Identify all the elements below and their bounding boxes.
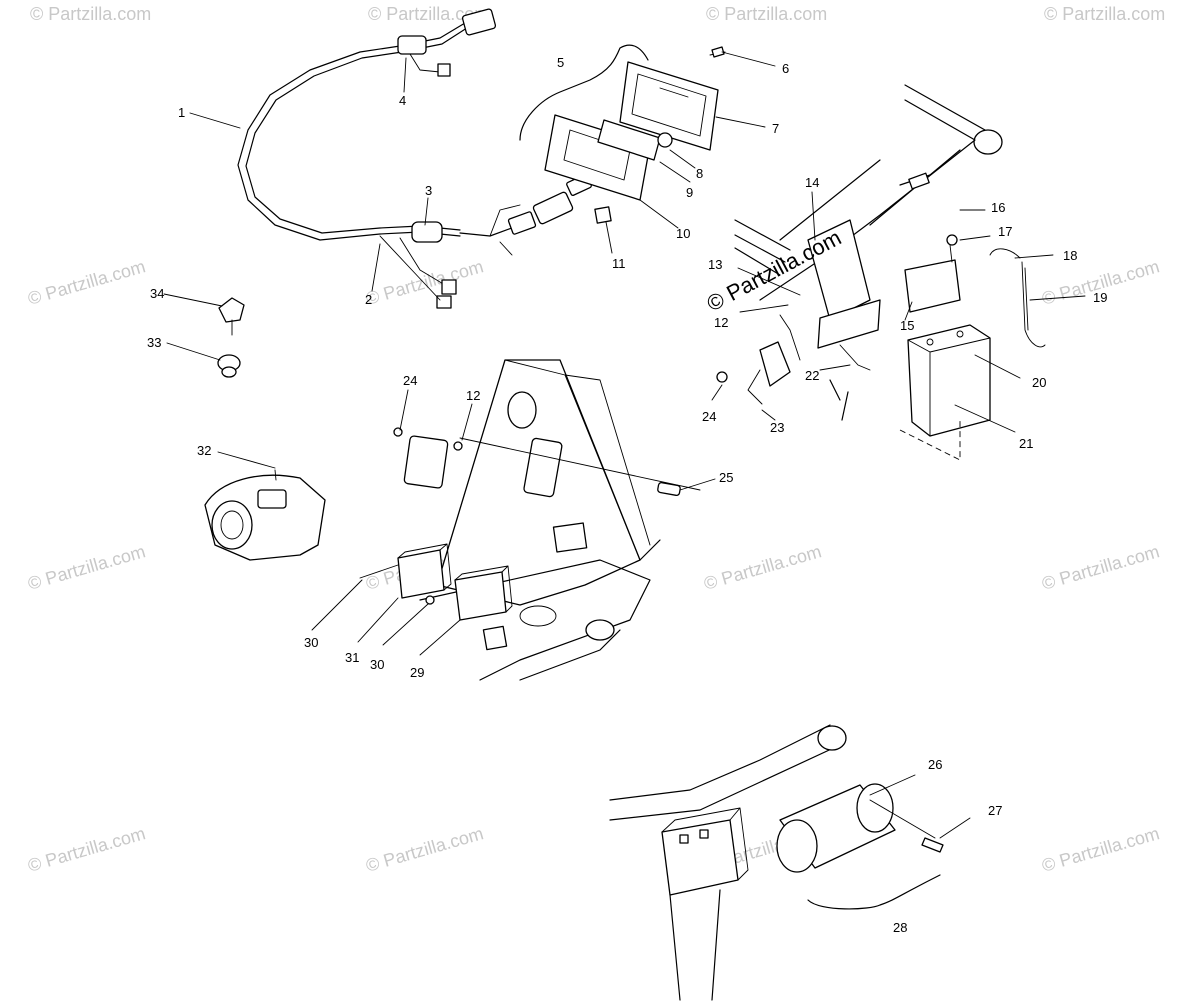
battery-assembly [899, 234, 1046, 461]
callout-25: 25 [719, 470, 733, 485]
callout-30a: 30 [304, 635, 318, 650]
bracket-assembly [716, 314, 801, 405]
regulators [359, 543, 513, 621]
headlight-assembly [544, 46, 726, 224]
watermark: © Partzilla.com [26, 541, 148, 594]
connector-icon [411, 221, 443, 243]
watermark: © Partzilla.com [26, 256, 148, 309]
callout-26: 26 [928, 757, 942, 772]
callout-19: 19 [1093, 290, 1107, 305]
callout-12a: 12 [714, 315, 728, 330]
callout-31: 31 [345, 650, 359, 665]
callout-9: 9 [686, 185, 693, 200]
connector-icon [461, 8, 497, 36]
wiring-harness [237, 8, 537, 309]
battery-icon [907, 324, 991, 437]
callout-32: 32 [197, 443, 211, 458]
watermark: © Partzilla.com [1040, 541, 1162, 594]
watermark: © Partzilla.com [706, 4, 827, 24]
callout-20: 20 [1032, 375, 1046, 390]
callout-23: 23 [770, 420, 784, 435]
callout-16: 16 [991, 200, 1005, 215]
callout-21: 21 [1019, 436, 1033, 451]
callout-6: 6 [782, 61, 789, 76]
callout-10: 10 [676, 226, 690, 241]
callout-13: 13 [708, 257, 722, 272]
callout-14: 14 [805, 175, 819, 190]
frame-top-right [734, 84, 1003, 421]
connector-icon [397, 35, 427, 55]
watermark: © Partzilla.com [30, 4, 151, 24]
callout-22: 22 [805, 368, 819, 383]
callout-15: 15 [900, 318, 914, 333]
callout-7: 7 [772, 121, 779, 136]
callout-24b: 24 [403, 373, 417, 388]
callout-18: 18 [1063, 248, 1077, 263]
fasteners-left [217, 297, 245, 378]
callout-30b: 30 [370, 657, 384, 672]
callout-17: 17 [998, 224, 1012, 239]
oil-tank [204, 469, 326, 561]
callout-11: 11 [612, 256, 626, 271]
callout-27: 27 [988, 803, 1002, 818]
callout-2: 2 [365, 292, 372, 307]
callout-29: 29 [410, 665, 424, 680]
callout-34: 34 [150, 286, 164, 301]
callout-12b: 12 [466, 388, 480, 403]
watermark: © Partzilla.com [368, 4, 489, 24]
watermark: © Partzilla.com [1040, 823, 1162, 876]
callout-4: 4 [399, 93, 406, 108]
callout-24a: 24 [702, 409, 716, 424]
starter-section [609, 724, 944, 1001]
callout-33: 33 [147, 335, 161, 350]
watermark: © Partzilla.com [1044, 4, 1165, 24]
callout-3: 3 [425, 183, 432, 198]
leader-lines [163, 51, 1086, 839]
watermark: © Partzilla.com [364, 256, 486, 309]
watermark: © Partzilla.com [26, 823, 148, 876]
ignition-coil [393, 427, 701, 497]
watermark: © Partzilla.com [364, 823, 486, 876]
callout-5: 5 [557, 55, 564, 70]
bracket-5 [519, 44, 649, 141]
callout-labels: 1 2 3 4 5 6 7 8 9 10 11 12 12 13 14 15 1… [147, 55, 1107, 935]
callout-1: 1 [178, 105, 185, 120]
bulb-icon [657, 132, 673, 148]
callout-8: 8 [696, 166, 703, 181]
callout-28: 28 [893, 920, 907, 935]
watermark: © Partzilla.com [702, 541, 824, 594]
mounting-plate [419, 359, 661, 681]
